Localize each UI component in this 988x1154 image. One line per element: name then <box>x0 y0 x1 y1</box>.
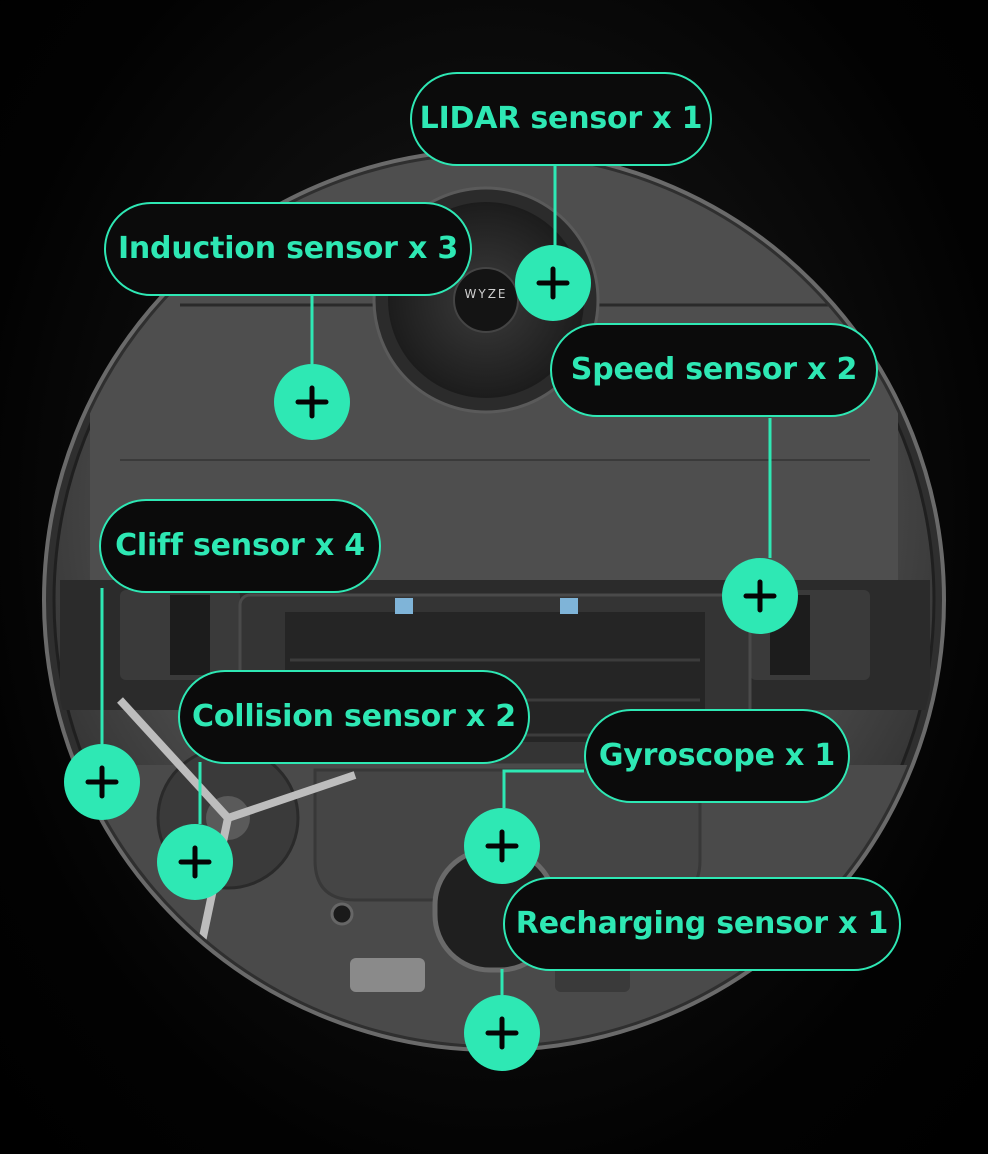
plus-icon <box>178 845 212 879</box>
callout-gyroscope: Gyroscope x 1 <box>584 709 850 803</box>
hotspot-gyroscope[interactable] <box>464 808 540 884</box>
brand-logo: WYZE <box>464 287 508 301</box>
plus-icon <box>485 1016 519 1050</box>
hotspot-collision-sensor[interactable] <box>157 824 233 900</box>
plus-icon <box>485 829 519 863</box>
hotspot-lidar-sensor[interactable] <box>515 245 591 321</box>
callout-speed-sensor: Speed sensor x 2 <box>550 323 878 417</box>
hotspot-recharging-sensor[interactable] <box>464 995 540 1071</box>
hotspot-speed-sensor[interactable] <box>722 558 798 634</box>
callout-collision-sensor: Collision sensor x 2 <box>178 670 530 764</box>
plus-icon <box>536 266 570 300</box>
plus-icon <box>743 579 777 613</box>
callout-recharging-sensor: Recharging sensor x 1 <box>503 877 901 971</box>
hotspot-induction-sensor[interactable] <box>274 364 350 440</box>
callout-induction-sensor: Induction sensor x 3 <box>104 202 472 296</box>
callout-cliff-sensor: Cliff sensor x 4 <box>99 499 381 593</box>
plus-icon <box>295 385 329 419</box>
callout-lidar-sensor: LIDAR sensor x 1 <box>410 72 712 166</box>
hotspot-cliff-sensor[interactable] <box>64 744 140 820</box>
plus-icon <box>85 765 119 799</box>
